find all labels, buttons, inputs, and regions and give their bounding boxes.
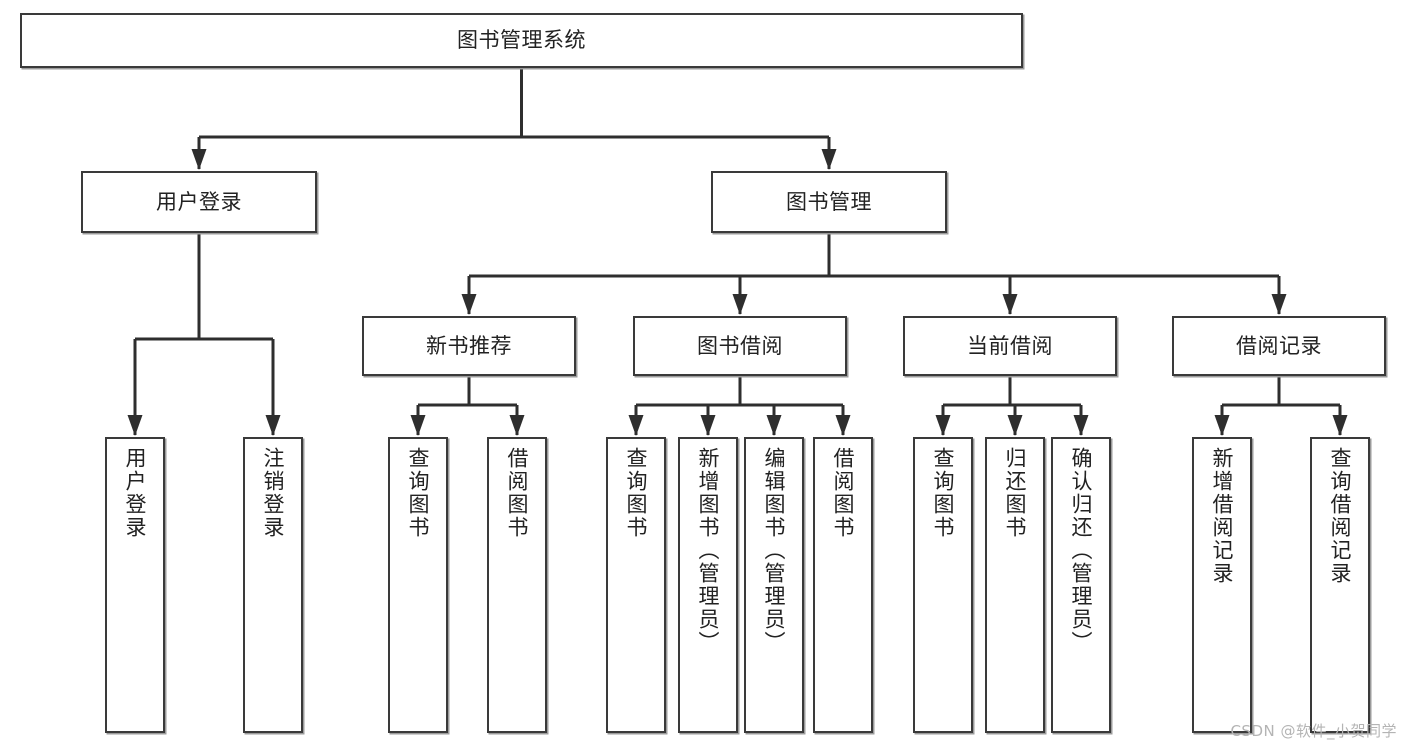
node-label: 编辑图书（管理员）: [762, 447, 787, 654]
node-label: 确认归还（管理员）: [1069, 447, 1094, 654]
node-leaf-query-1[interactable]: 查询图书: [388, 437, 448, 733]
node-label: 查询图书: [931, 447, 956, 539]
node-label: 图书管理系统: [457, 28, 586, 53]
node-leaf-borrow-2[interactable]: 借阅图书: [813, 437, 873, 733]
node-leaf-borrow-1[interactable]: 借阅图书: [487, 437, 547, 733]
node-book-borrow[interactable]: 图书借阅: [633, 316, 847, 376]
node-leaf-add-rec[interactable]: 新增借阅记录: [1192, 437, 1252, 733]
node-label: 用户登录: [123, 447, 148, 539]
node-label: 借阅图书: [505, 447, 530, 539]
node-label: 查询借阅记录: [1328, 447, 1353, 585]
node-label: 查询图书: [406, 447, 431, 539]
node-current-borrow[interactable]: 当前借阅: [903, 316, 1117, 376]
node-user-login[interactable]: 用户登录: [81, 171, 317, 233]
node-label: 借阅图书: [831, 447, 856, 539]
node-leaf-confirm[interactable]: 确认归还（管理员）: [1051, 437, 1111, 733]
node-label: 查询图书: [624, 447, 649, 539]
node-leaf-return[interactable]: 归还图书: [985, 437, 1045, 733]
node-label: 注销登录: [261, 447, 286, 539]
node-leaf-add-book[interactable]: 新增图书（管理员）: [678, 437, 738, 733]
node-root[interactable]: 图书管理系统: [20, 13, 1023, 68]
node-borrow-record[interactable]: 借阅记录: [1172, 316, 1386, 376]
node-label: 图书借阅: [697, 333, 783, 358]
node-leaf-query-rec[interactable]: 查询借阅记录: [1310, 437, 1370, 733]
node-label: 当前借阅: [967, 333, 1053, 358]
node-leaf-logout[interactable]: 注销登录: [243, 437, 303, 733]
node-label: 新书推荐: [426, 333, 512, 358]
node-label: 新增借阅记录: [1210, 447, 1235, 585]
node-label: 图书管理: [786, 189, 872, 214]
node-label: 借阅记录: [1236, 333, 1322, 358]
node-label: 归还图书: [1003, 447, 1028, 539]
node-leaf-edit-book[interactable]: 编辑图书（管理员）: [744, 437, 804, 733]
node-label: 新增图书（管理员）: [696, 447, 721, 654]
node-leaf-query-3[interactable]: 查询图书: [913, 437, 973, 733]
node-label: 用户登录: [156, 189, 242, 214]
node-leaf-user-login[interactable]: 用户登录: [105, 437, 165, 733]
node-leaf-query-2[interactable]: 查询图书: [606, 437, 666, 733]
node-book-manage[interactable]: 图书管理: [711, 171, 947, 233]
node-new-book-rec[interactable]: 新书推荐: [362, 316, 576, 376]
watermark-label: CSDN @软件_小贺同学: [1230, 722, 1397, 740]
